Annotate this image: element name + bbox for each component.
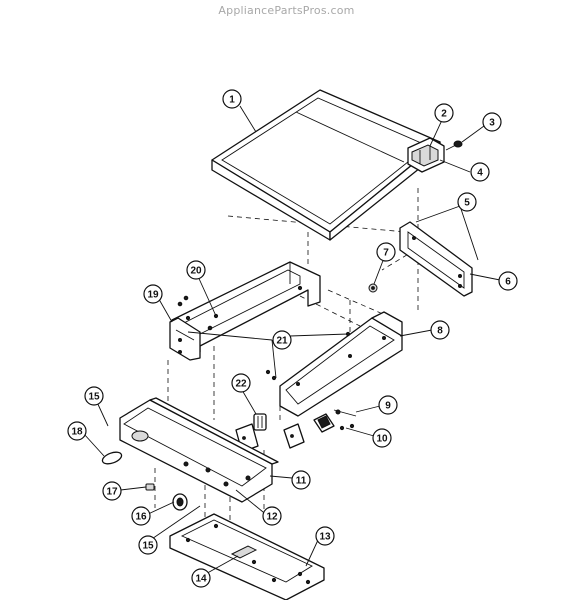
svg-text:5: 5 bbox=[464, 198, 470, 209]
clip bbox=[253, 413, 267, 431]
svg-text:11: 11 bbox=[296, 476, 307, 487]
screw bbox=[445, 140, 463, 151]
svg-text:12: 12 bbox=[266, 512, 278, 523]
callout-11: 11 bbox=[291, 470, 311, 490]
callout-16: 16 bbox=[131, 506, 151, 526]
svg-text:18: 18 bbox=[71, 427, 83, 438]
svg-text:13: 13 bbox=[319, 532, 331, 543]
callout-13: 13 bbox=[315, 526, 335, 546]
callout-18: 18 bbox=[67, 421, 87, 441]
callout-9: 9 bbox=[378, 395, 398, 415]
svg-text:16: 16 bbox=[135, 512, 147, 523]
svg-text:7: 7 bbox=[383, 248, 389, 259]
callout-4: 4 bbox=[470, 162, 490, 182]
callout-17: 17 bbox=[102, 481, 122, 501]
callout-2: 2 bbox=[434, 103, 454, 123]
bottom-panel bbox=[169, 513, 325, 601]
callout-14: 14 bbox=[191, 568, 211, 588]
svg-text:6: 6 bbox=[505, 277, 511, 288]
watermark: AppliancePartsPros.com bbox=[218, 4, 355, 17]
callout-21: 21 bbox=[272, 330, 292, 350]
small-knob bbox=[145, 483, 155, 491]
callout-3: 3 bbox=[482, 112, 502, 132]
switch-assembly bbox=[313, 409, 357, 433]
callout-15-lower: 15 bbox=[138, 535, 158, 555]
svg-text:21: 21 bbox=[276, 336, 288, 347]
callout-10: 10 bbox=[372, 428, 392, 448]
nut bbox=[368, 283, 378, 293]
callout-19: 19 bbox=[143, 284, 163, 304]
svg-text:10: 10 bbox=[376, 434, 388, 445]
callout-15-upper: 15 bbox=[84, 386, 104, 406]
svg-text:3: 3 bbox=[489, 118, 495, 129]
decal bbox=[101, 451, 123, 465]
svg-text:19: 19 bbox=[147, 290, 159, 301]
svg-text:9: 9 bbox=[385, 401, 391, 412]
svg-text:22: 22 bbox=[235, 379, 247, 390]
svg-text:14: 14 bbox=[195, 574, 207, 585]
callout-7: 7 bbox=[376, 242, 396, 262]
right-lower-rail bbox=[279, 311, 403, 417]
callout-1: 1 bbox=[222, 89, 242, 109]
callout-6: 6 bbox=[498, 271, 518, 291]
rear-bracket-plate bbox=[399, 221, 473, 297]
svg-text:20: 20 bbox=[190, 266, 202, 277]
callout-5: 5 bbox=[457, 192, 477, 212]
callout-12: 12 bbox=[262, 506, 282, 526]
svg-text:15: 15 bbox=[88, 392, 100, 403]
mounting-screws-left bbox=[177, 295, 213, 331]
knob bbox=[172, 493, 188, 511]
callout-20: 20 bbox=[186, 260, 206, 280]
svg-text:8: 8 bbox=[437, 326, 443, 337]
control-panel bbox=[119, 397, 279, 503]
svg-text:2: 2 bbox=[441, 109, 447, 120]
svg-text:17: 17 bbox=[106, 487, 118, 498]
svg-text:4: 4 bbox=[477, 168, 483, 179]
callout-8: 8 bbox=[430, 320, 450, 340]
svg-text:15: 15 bbox=[142, 541, 154, 552]
left-side-bracket bbox=[169, 317, 201, 361]
svg-text:1: 1 bbox=[229, 95, 235, 106]
callout-22: 22 bbox=[231, 373, 251, 393]
